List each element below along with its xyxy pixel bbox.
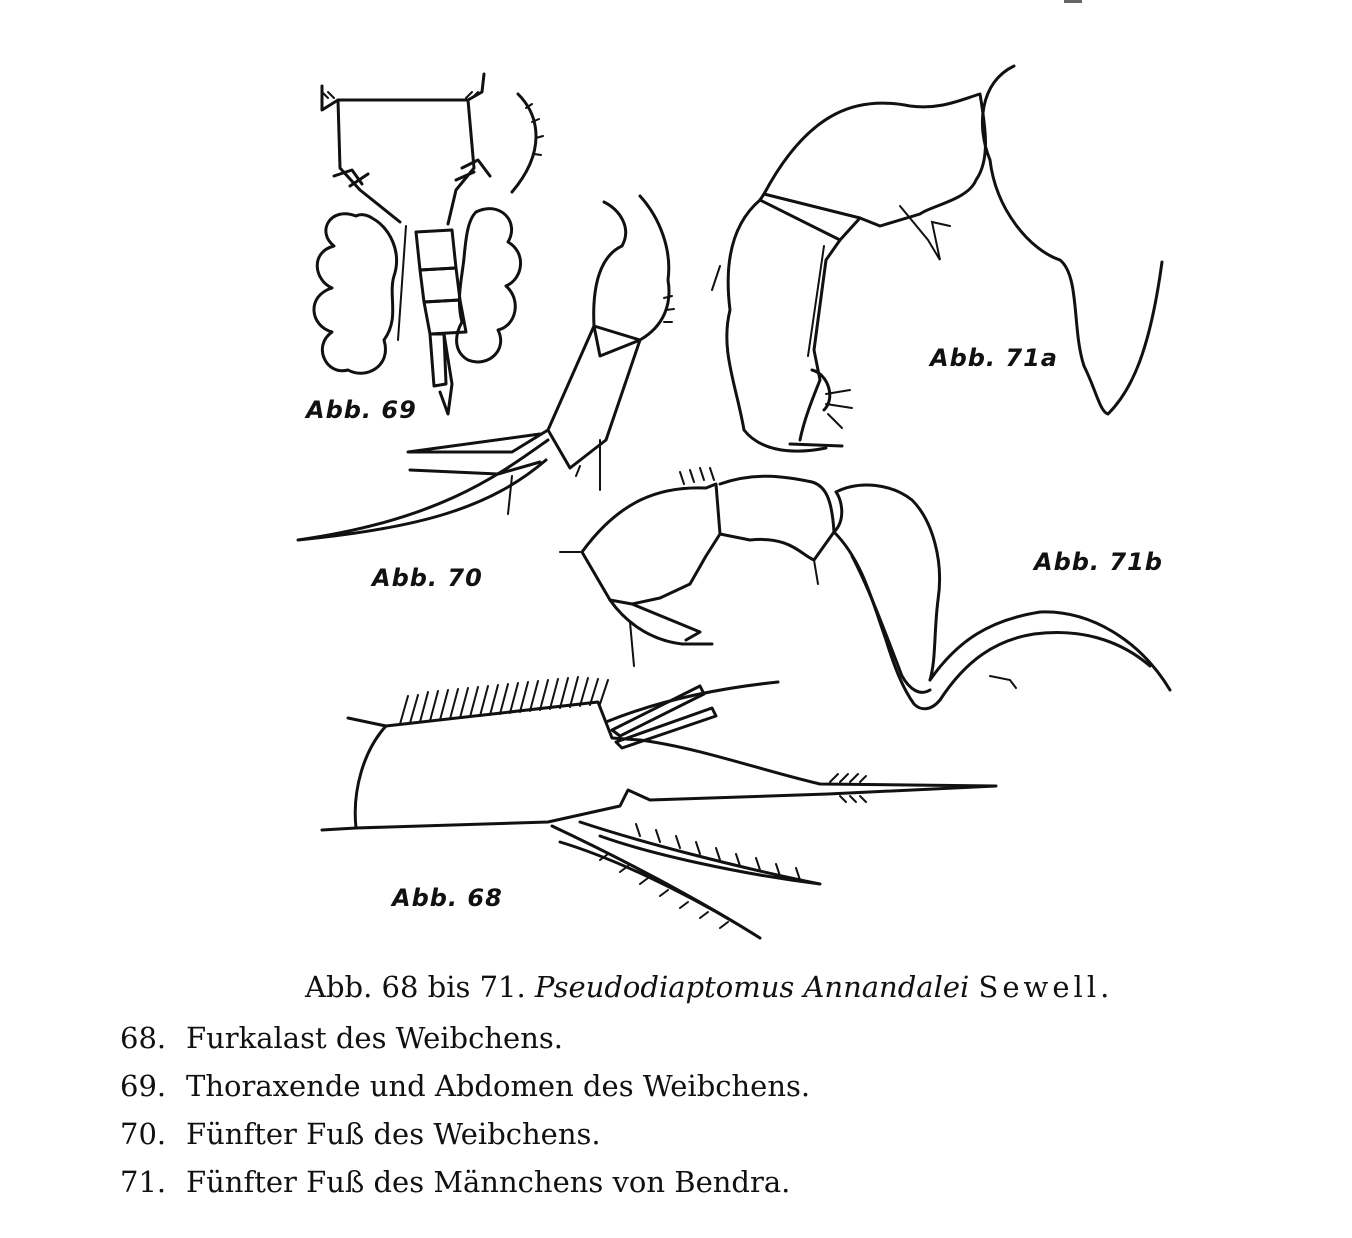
legend-number: 68. — [120, 1021, 167, 1055]
legend-number: 70. — [120, 1117, 167, 1151]
caption-author: Sewell. — [978, 970, 1114, 1004]
figure-legend: 68. Furkalast des Weibchens. 69. Thoraxend… — [120, 1018, 810, 1210]
label-abb70: Abb. 70 — [372, 564, 483, 592]
legend-text: Thoraxende und Abdomen des Weibchens. — [186, 1069, 811, 1103]
caption-prefix: Abb. 68 bis 71. — [305, 970, 526, 1004]
drawing-abb70 — [296, 194, 675, 542]
label-abb71b: Abb. 71b — [1034, 548, 1163, 576]
drawing-abb71a — [711, 64, 1164, 453]
legend-row: 69. Thoraxende und Abdomen des Weibchens. — [120, 1066, 810, 1114]
label-abb69: Abb. 69 — [306, 396, 417, 424]
drawing-abb69 — [312, 72, 544, 416]
legend-row: 71. Fünfter Fuß des Männchens von Bendra. — [120, 1162, 810, 1210]
legend-row: 68. Furkalast des Weibchens. — [120, 1018, 810, 1066]
drawing-abb68 — [320, 676, 998, 940]
legend-text: Fünfter Fuß des Männchens von Bendra. — [186, 1165, 791, 1199]
legend-number: 69. — [120, 1069, 167, 1103]
legend-row: 70. Fünfter Fuß des Weibchens. — [120, 1114, 810, 1162]
label-abb71a: Abb. 71a — [930, 344, 1058, 372]
scan-mark — [1064, 0, 1082, 3]
legend-text: Furkalast des Weibchens. — [186, 1021, 563, 1055]
label-abb68: Abb. 68 — [392, 884, 503, 912]
drawing-abb71b — [559, 467, 1172, 711]
figure-caption: Abb. 68 bis 71. Pseudodiaptomus Annandal… — [305, 970, 1113, 1004]
figure-drawings — [296, 64, 1172, 940]
legend-text: Fünfter Fuß des Weibchens. — [186, 1117, 601, 1151]
legend-number: 71. — [120, 1165, 167, 1199]
caption-species: Pseudodiaptomus Annandalei — [534, 970, 970, 1004]
